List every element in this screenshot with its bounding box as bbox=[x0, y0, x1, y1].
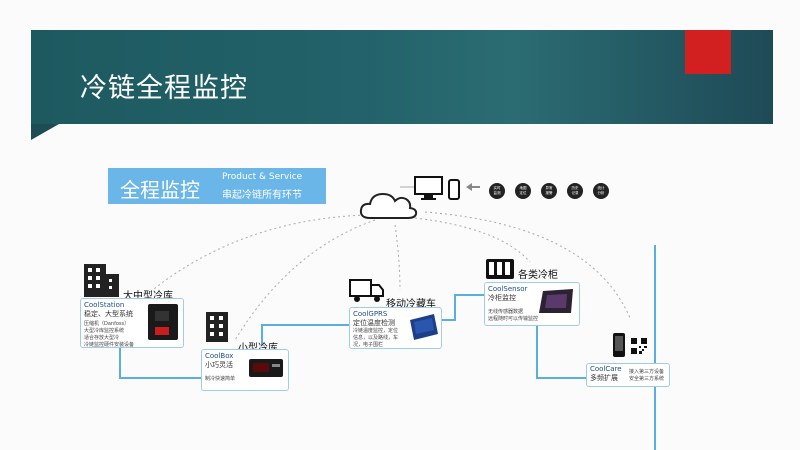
slide-title: 冷链全程监控 bbox=[80, 73, 248, 104]
coolsensor-product: CoolSensor bbox=[488, 285, 528, 293]
coolbox-details: 制冷快速简单 bbox=[205, 376, 236, 382]
monitor-icon bbox=[414, 176, 443, 200]
coolgprs-card: CoolGPRS 定位温度检测 冷链温度监控，定位 信息，以及路线，车 况，电子… bbox=[349, 307, 442, 349]
cabinet-label: 各类冷柜 bbox=[518, 270, 558, 281]
small-storage-label: 小型冷库 bbox=[238, 339, 278, 354]
cabinet-icon bbox=[486, 259, 514, 279]
sensor-device-icon bbox=[539, 289, 573, 313]
mobile-phone-icon bbox=[613, 333, 625, 357]
display-unit-icon bbox=[249, 359, 283, 377]
feature-circle: 地图 定位 bbox=[515, 183, 531, 199]
coolcare-desc: 多频扩展 bbox=[590, 374, 618, 382]
accent-square bbox=[685, 30, 731, 74]
gprs-device-icon bbox=[410, 314, 438, 340]
truck-icon bbox=[349, 279, 384, 302]
feature-circle: 统计 分析 bbox=[593, 183, 609, 199]
coolcare-card: CoolCare 多频扩展 接入第三方设备 安全第三方系统 bbox=[586, 363, 670, 387]
banner-title: 全程监控 bbox=[120, 178, 200, 202]
phone-icon bbox=[448, 179, 460, 200]
building-icon bbox=[206, 312, 228, 342]
truck-label: 移动冷藏车 bbox=[386, 299, 436, 310]
coolgprs-details: 冷链温度监控，定位 信息，以及路线，车 况，电子围栏 bbox=[353, 328, 399, 348]
header-band bbox=[31, 30, 773, 124]
coolcare-product: CoolCare bbox=[590, 365, 622, 373]
banner-subtitle-en: Product & Service bbox=[222, 172, 303, 182]
coolsensor-details: 无线传感器数据 远程随时可以传输监控 bbox=[488, 309, 539, 322]
coolbox-card: CoolBox 小巧灵活 制冷快速简单 bbox=[201, 349, 289, 391]
qr-code-icon bbox=[631, 338, 647, 354]
coolsensor-card: CoolSensor 冷柜监控 无线传感器数据 远程随时可以传输监控 bbox=[484, 282, 580, 326]
large-storage-label: 大中型冷库 bbox=[123, 291, 173, 302]
feature-circle: 实时 监测 bbox=[489, 183, 505, 199]
cloud-icon bbox=[359, 192, 418, 219]
building-icon bbox=[84, 264, 119, 297]
banner-subtitle-cn: 串起冷链所有环节 bbox=[222, 190, 302, 201]
coolgprs-product: CoolGPRS bbox=[353, 310, 388, 318]
controller-device-icon bbox=[148, 304, 178, 340]
arrow-left-icon bbox=[466, 183, 480, 191]
header-arrow-decoration bbox=[31, 124, 59, 140]
feature-circle: 异常 报警 bbox=[541, 183, 557, 199]
service-banner: 全程监控 Product & Service 串起冷链所有环节 bbox=[108, 168, 326, 204]
coolbox-desc: 小巧灵活 bbox=[205, 361, 233, 369]
coolstation-details: 压缩机（Danfoss） 大型冷库监控系统 适合存放大型冷 冷链监控硬件安装设备 bbox=[84, 321, 135, 348]
coolstation-product: CoolStation bbox=[84, 301, 125, 309]
coolstation-card: CoolStation 稳定、大型系统 压缩机（Danfoss） 大型冷库监控系… bbox=[80, 298, 184, 348]
coolsensor-desc: 冷柜监控 bbox=[488, 294, 516, 302]
coolbox-product: CoolBox bbox=[205, 352, 234, 360]
feature-circle: 历史 记录 bbox=[567, 183, 583, 199]
coolcare-details: 接入第三方设备 安全第三方系统 bbox=[629, 369, 665, 382]
coolgprs-desc: 定位温度检测 bbox=[353, 319, 395, 327]
coolstation-desc: 稳定、大型系统 bbox=[84, 310, 133, 318]
